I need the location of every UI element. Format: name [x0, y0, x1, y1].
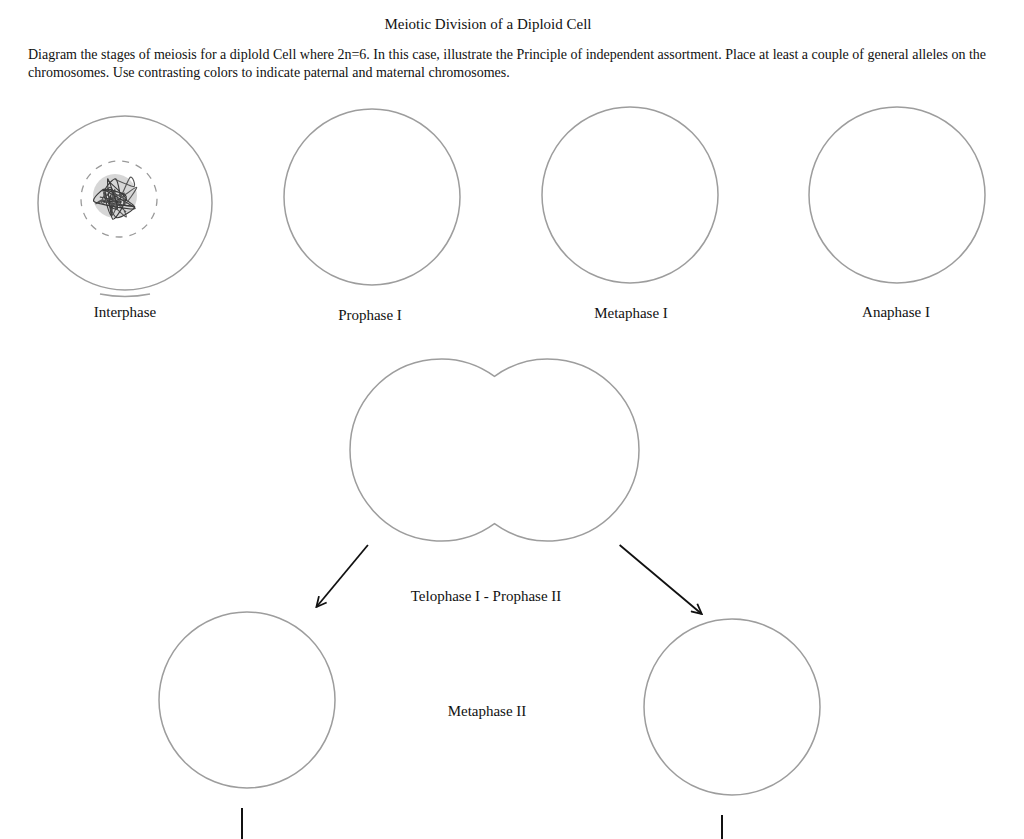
cell-circle: Prophase I [283, 108, 461, 286]
label-holder: Telophase I - Prophase II [411, 587, 562, 605]
cell-circle: Anaphase I [808, 106, 986, 284]
cell-outline [283, 108, 461, 286]
cell-circle [158, 611, 336, 789]
cell-membrane [542, 107, 718, 283]
label-holder: Metaphase I [594, 304, 668, 322]
cell-shadow [100, 294, 150, 297]
stage-label: Interphase [94, 303, 156, 321]
cell-circle: Interphase [37, 115, 213, 291]
cell-circle [643, 618, 821, 796]
stage-label: Anaphase I [862, 303, 930, 321]
cell-membrane [159, 612, 335, 788]
stage-label: Metaphase I [594, 304, 668, 322]
dividing-cell: Telophase I - Prophase II [349, 358, 640, 542]
cell-outline [349, 358, 640, 542]
cell-membrane [809, 107, 985, 283]
nucleus-envelope [81, 161, 157, 237]
cell-membrane [350, 359, 639, 541]
cell-outline [808, 106, 986, 284]
cell-outline [37, 115, 213, 291]
cell-membrane [284, 109, 460, 285]
label-holder: Anaphase I [862, 303, 930, 321]
chromatin-strand [94, 179, 136, 219]
label-holder: Interphase [94, 303, 156, 321]
cell-outline [158, 611, 336, 789]
cell-outline [541, 106, 719, 284]
down-line [721, 815, 723, 839]
cell-membrane [38, 116, 212, 290]
title: Meiotic Division of a Diploid Cell [0, 15, 976, 33]
label-holder: Prophase I [338, 306, 402, 324]
instructions: Diagram the stages of meiosis for a dipl… [28, 46, 993, 82]
cell-outline [643, 618, 821, 796]
cell-circle: Metaphase I [541, 106, 719, 284]
arrow [620, 545, 702, 614]
stage-label: Metaphase II [387, 702, 587, 720]
arrow [316, 545, 367, 607]
down-line [241, 808, 243, 839]
chromatin [93, 174, 137, 219]
stage-label: Prophase I [338, 306, 402, 324]
stage-label: Telophase I - Prophase II [411, 587, 562, 605]
cell-membrane [644, 619, 820, 795]
